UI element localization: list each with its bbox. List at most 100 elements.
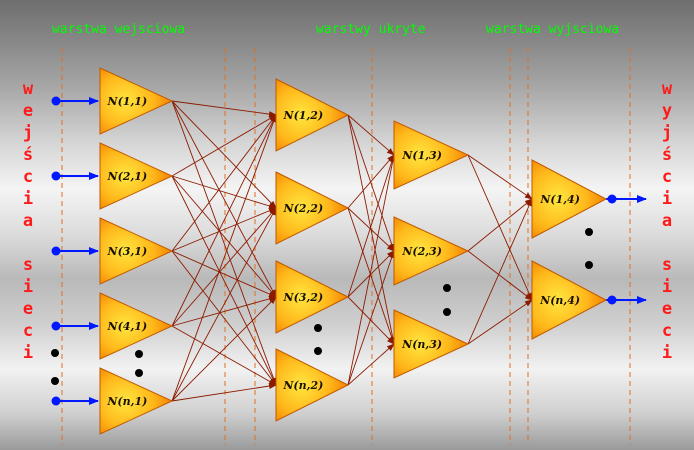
neuron: N(2,2) [275, 171, 350, 245]
neuron-triangle [275, 348, 350, 422]
connection-arrow [171, 207, 277, 252]
input-letter: e [22, 101, 34, 121]
output-layer-header: warstwa wyjsciowa [486, 22, 620, 37]
connection-arrow [347, 154, 395, 298]
neuron-triangle [275, 78, 350, 152]
neuron-label: N(n,2) [282, 379, 323, 392]
neuron-label: N(n,1) [106, 395, 147, 408]
output-letter: ś [661, 145, 673, 165]
ellipsis-dot [443, 308, 451, 316]
neuron-label: N(2,1) [107, 170, 148, 183]
output-letter: i [661, 189, 673, 209]
output-letter: i [661, 277, 673, 297]
neuron-label: N(2,3) [401, 245, 442, 258]
connection-arrow [171, 114, 277, 327]
output-letter: a [661, 211, 673, 231]
neuron-triangle [99, 217, 174, 285]
connection-arrow [467, 299, 533, 345]
input-letter: c [22, 167, 34, 187]
connection-arrow [171, 100, 277, 118]
output-letter: i [661, 343, 673, 363]
output-letter: w [661, 79, 673, 99]
input-letter: ś [22, 145, 34, 165]
connection-arrow [171, 100, 277, 298]
neuron-triangle [531, 260, 608, 340]
neuron: N(4,1) [99, 292, 174, 360]
neuron-triangle [99, 367, 174, 435]
connection-arrow [171, 207, 277, 327]
input-letter: j [22, 123, 34, 143]
connection-arrow [171, 175, 277, 209]
output-letter: y [661, 101, 673, 121]
connection-arrow [347, 343, 395, 386]
connection-arrow [171, 383, 277, 402]
neuron-label: N(1,1) [107, 95, 148, 108]
ellipsis-dot [585, 261, 593, 269]
connection-arrow [347, 296, 395, 345]
input-letter [18, 232, 38, 254]
input-letter: i [22, 277, 34, 297]
neuron-triangle [393, 309, 470, 379]
output-letter: s [661, 255, 673, 275]
neuron: N(3,1) [99, 217, 174, 285]
neuron-label: N(n,4) [539, 294, 580, 307]
input-letter: w [22, 79, 34, 99]
connection-arrow [347, 207, 395, 345]
connection-arrow [171, 295, 277, 327]
neuron: N(3,2) [275, 260, 350, 334]
neuron: N(2,1) [99, 142, 174, 210]
connection-arrow [467, 154, 533, 200]
neuron-label: N(n,3) [401, 338, 442, 351]
neuron-label: N(1,4) [539, 193, 580, 206]
output-letter: j [661, 123, 673, 143]
input-output-arrows [51, 96, 647, 406]
connection-arrow [171, 175, 277, 386]
neuron: N(n,4) [531, 260, 608, 340]
output-letter: c [661, 321, 673, 341]
ellipsis-dot [135, 369, 143, 377]
neuron: N(1,2) [275, 78, 350, 152]
connection-arrow [171, 296, 277, 402]
output-letter: e [661, 299, 673, 319]
neuron: N(n,3) [393, 309, 470, 379]
connection-arrow [467, 154, 533, 301]
neuron-label: N(1,2) [283, 109, 324, 122]
neuron-triangle [99, 142, 174, 210]
neuron-triangle [99, 292, 174, 360]
connection-arrow [171, 114, 277, 177]
hidden-layers-header: warstwy ukryte [316, 22, 426, 37]
ellipsis-dot [585, 228, 593, 236]
ellipsis-dot [314, 324, 322, 332]
connection-arrow [347, 207, 395, 252]
ellipsis-dot [51, 377, 59, 385]
neuron-triangle [393, 216, 470, 286]
neuron: N(n,1) [99, 367, 174, 435]
connection-arrow [347, 114, 395, 252]
neuron: N(1,4) [531, 159, 608, 239]
ellipsis-dot [135, 350, 143, 358]
input-letter: a [22, 211, 34, 231]
input-letter: c [22, 321, 34, 341]
input-letter: i [22, 343, 34, 363]
connection-arrow [467, 198, 533, 252]
connection-arrow [171, 114, 277, 402]
neuron-label: N(3,2) [283, 291, 324, 304]
ellipsis-dot [51, 349, 59, 357]
connection-arrow [171, 325, 277, 386]
neuron-triangle [531, 159, 608, 239]
connections [171, 100, 533, 402]
connection-arrow [171, 175, 277, 298]
neuron-label: N(4,1) [107, 320, 148, 333]
ellipsis-dot [443, 284, 451, 292]
neuron-triangle [99, 67, 174, 135]
input-letter: s [22, 255, 34, 275]
connection-arrow [467, 198, 533, 345]
output-dot [607, 194, 617, 204]
connection-arrow [467, 250, 533, 301]
connection-arrow [171, 114, 277, 252]
connection-arrow [347, 114, 395, 156]
connection-arrow [347, 250, 395, 298]
